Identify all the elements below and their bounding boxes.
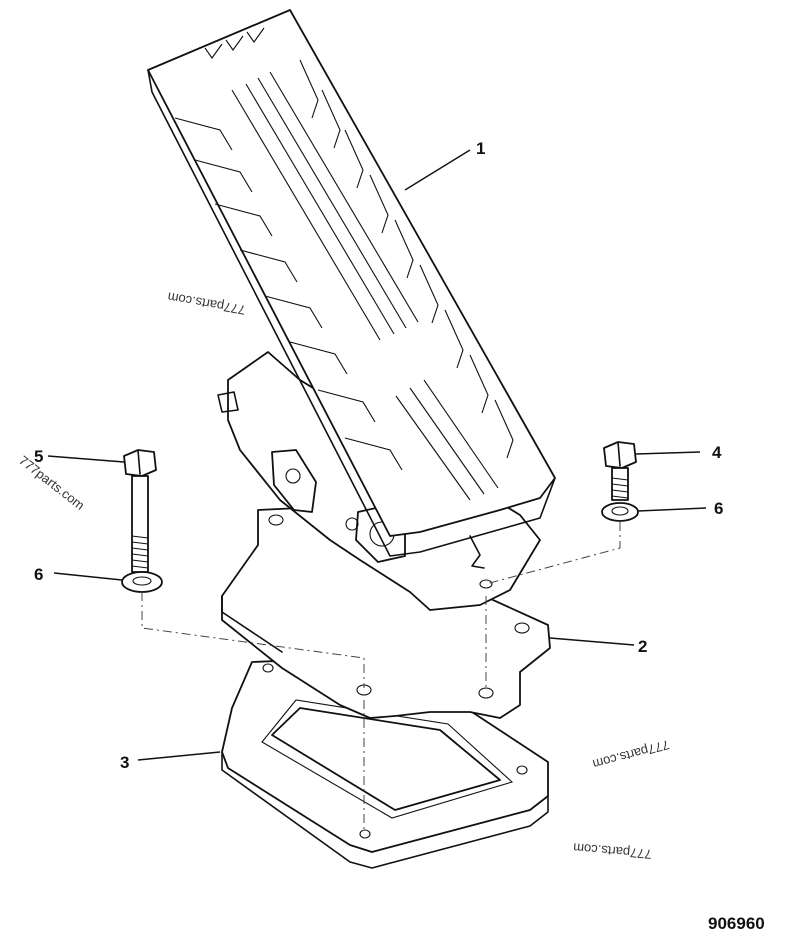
watermark-2: 777parts.com: [16, 453, 87, 513]
callout-4: 4: [712, 443, 722, 462]
drawing-number: 906960: [708, 914, 765, 933]
part-6-washer-left: [121, 571, 163, 593]
watermark-3: 777parts.com: [591, 737, 671, 772]
leader-lines: [47, 149, 707, 761]
part-1-pedal-pad: [147, 9, 556, 557]
watermark-1: 777parts.com: [166, 289, 246, 317]
callout-6-right: 6: [714, 499, 723, 518]
part-3-base-gasket: [221, 659, 549, 869]
part-2-mounting-plate: [221, 507, 551, 719]
callout-2: 2: [638, 637, 647, 656]
callout-5: 5: [34, 447, 43, 466]
watermark-4: 777parts.com: [572, 840, 652, 862]
part-5-long-bolt: [123, 449, 157, 573]
part-6-washer-right: [601, 502, 639, 522]
assembly-centerlines: [141, 522, 621, 830]
part-4-short-bolt: [603, 441, 637, 501]
callout-3: 3: [120, 753, 129, 772]
callout-6-left: 6: [34, 565, 43, 584]
callout-1: 1: [476, 139, 485, 158]
